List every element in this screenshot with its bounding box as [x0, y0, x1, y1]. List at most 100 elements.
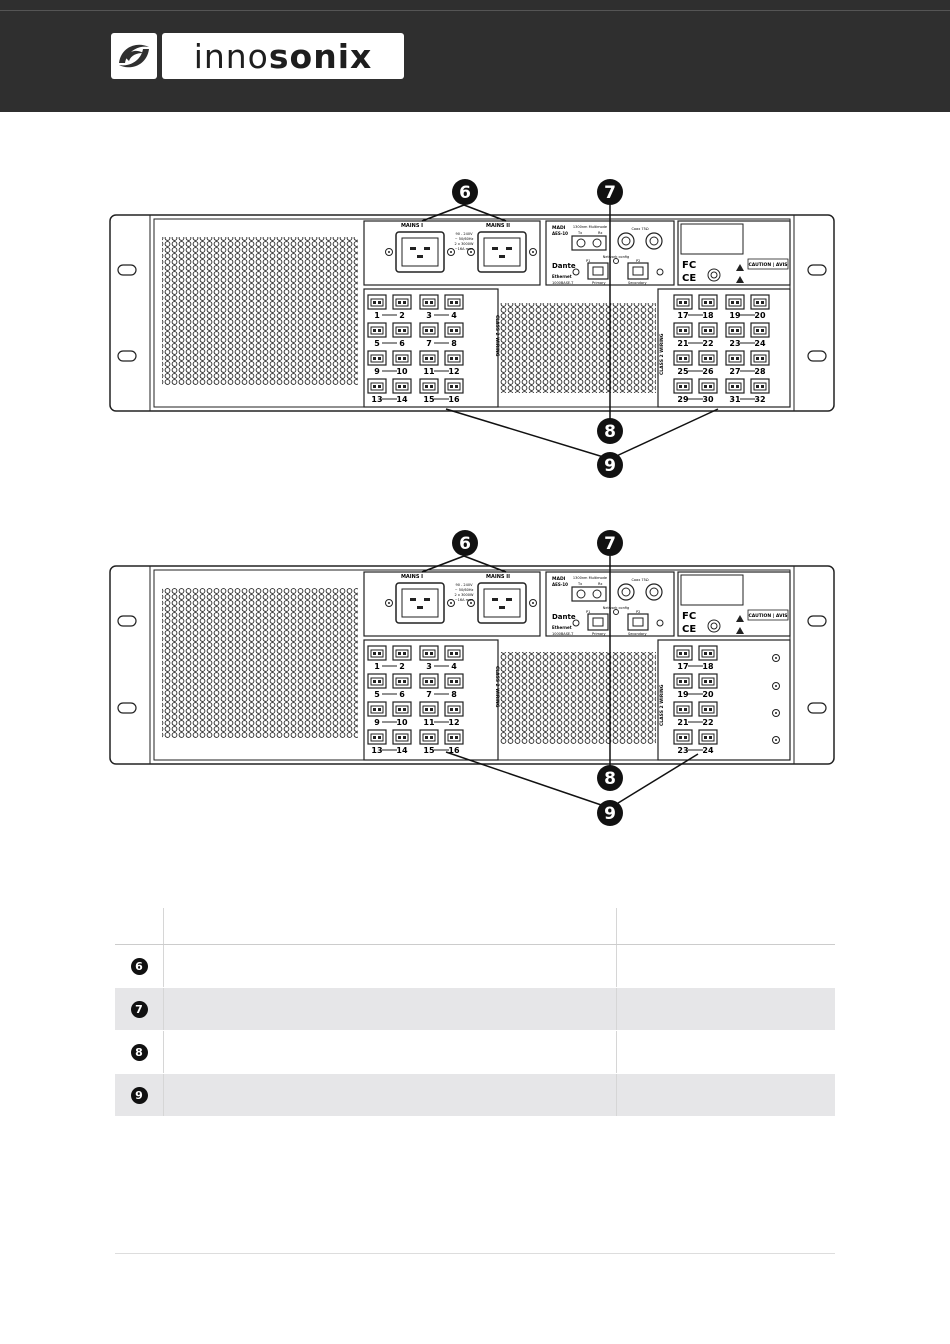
channel-number: 13	[371, 395, 382, 404]
mains-spec-1: 90 - 240V	[455, 232, 473, 236]
channel-number: 7	[426, 339, 432, 348]
legend-num-badge: 8	[130, 1043, 148, 1061]
p2-label-b: P2	[636, 610, 640, 614]
mains-spec-3: 2 x 3000W	[455, 242, 474, 246]
channel-number: 12	[448, 367, 459, 376]
channel-number: 3	[426, 662, 432, 671]
legend-row: 7	[115, 987, 835, 1031]
channel-number: 9	[374, 367, 380, 376]
fcc-mark-icon-b: FC	[682, 611, 696, 622]
p2-label: P2	[636, 259, 640, 263]
callout-8: 8	[597, 418, 623, 444]
legend-header-desc	[163, 908, 617, 945]
mains-spec-4: ~16A max	[455, 247, 474, 251]
rear-panel-32ch-figure: MAINS I MAINS II 90 - 240V ~ 50/60Hz 2 x…	[108, 175, 836, 485]
caution-label-b: CAUTION | AVIS	[749, 613, 788, 619]
legend-desc	[163, 987, 617, 1031]
legend-desc	[163, 1073, 617, 1117]
callout-7-b: 7	[597, 530, 623, 556]
network-config-label-b: Network config	[603, 606, 629, 610]
channel-number: 24	[754, 339, 766, 348]
channel-number: 32	[754, 395, 765, 404]
mains-spec-2-b: ~ 50/60Hz	[455, 588, 474, 592]
channel-number: 27	[729, 367, 740, 376]
warning-icon-b	[736, 615, 744, 622]
multimode-label-b: 1300nm Multimode	[573, 576, 607, 580]
brand-name-bold: sonix	[268, 36, 373, 76]
legend-header-num	[115, 908, 164, 945]
channel-number: 18	[702, 311, 714, 320]
ce-mark-icon-b: CE	[682, 624, 696, 635]
madi-label: MADI	[552, 225, 566, 231]
mains-1-label-b: MAINS I	[401, 574, 423, 580]
coax-label-b: Coax 75Ω	[631, 578, 648, 582]
channel-number: 5	[374, 690, 380, 699]
svg-text:6: 6	[459, 183, 471, 203]
coax-label: Coax 75Ω	[631, 227, 648, 231]
legend-row: 9	[115, 1073, 835, 1117]
legend-extra	[616, 944, 835, 988]
channel-number: 17	[677, 662, 688, 671]
brand-name-light: inno	[193, 36, 269, 76]
channel-number: 4	[451, 311, 457, 320]
p1-label: P1	[586, 259, 590, 263]
callout-9-b: 9	[597, 800, 623, 826]
channel-number: 8	[451, 690, 457, 699]
callout-legend-table: 6 7 8 9	[115, 908, 835, 1117]
channel-number: 21	[677, 339, 689, 348]
warning-icon-2	[736, 276, 744, 283]
channel-number: 21	[677, 718, 689, 727]
ethernet-spec-label: 1000BASE-T	[552, 281, 574, 285]
channel-number: 14	[396, 746, 408, 755]
channel-number: 9	[374, 718, 380, 727]
caution-label: CAUTION | AVIS	[749, 262, 788, 268]
channel-number: 1	[374, 662, 380, 671]
aes-label: AES-10	[552, 231, 568, 236]
rx-label-b: Rx	[598, 582, 603, 586]
ce-mark-icon: CE	[682, 273, 696, 284]
channel-number: 20	[702, 690, 714, 699]
legend-row: 6	[115, 944, 835, 988]
channel-number: 10	[396, 718, 408, 727]
channel-number: 23	[677, 746, 688, 755]
svg-text:6: 6	[459, 534, 471, 554]
channel-number: 11	[423, 718, 435, 727]
channel-number: 29	[677, 395, 689, 404]
ethernet-label: Ethernet	[552, 274, 572, 279]
channel-number: 7	[426, 690, 432, 699]
mains-spec-2: ~ 50/60Hz	[455, 237, 474, 241]
svg-text:7: 7	[604, 183, 616, 203]
mains-spec-3-b: 2 x 3000W	[455, 593, 474, 597]
legend-desc	[163, 944, 617, 988]
legend-extra	[616, 1073, 835, 1117]
channel-number: 20	[754, 311, 766, 320]
secondary-label-b: Secondary	[628, 632, 647, 636]
channel-number: 3	[426, 311, 432, 320]
svg-text:9: 9	[604, 804, 616, 824]
svg-text:8: 8	[604, 769, 616, 789]
channel-number: 28	[754, 367, 766, 376]
ethernet-spec-label-b: 1000BASE-T	[552, 632, 574, 636]
channel-number: 22	[702, 718, 713, 727]
channel-number: 2	[399, 662, 405, 671]
channel-number: 16	[448, 395, 460, 404]
channel-number: 22	[702, 339, 713, 348]
channel-number: 15	[423, 395, 435, 404]
channel-number: 8	[451, 339, 457, 348]
brand-wordmark: innosonix	[162, 33, 404, 79]
primary-label: Primary	[592, 281, 606, 285]
channel-number: 18	[702, 662, 714, 671]
mains-2-label: MAINS II	[486, 223, 510, 229]
aes-label-b: AES-10	[552, 582, 568, 587]
footer-rule	[115, 1253, 835, 1254]
multimode-label: 1300nm Multimode	[573, 225, 607, 229]
channel-number: 11	[423, 367, 435, 376]
channel-number: 17	[677, 311, 688, 320]
channel-number: 16	[448, 746, 460, 755]
channel-number: 19	[729, 311, 741, 320]
legend-num-badge: 6	[130, 957, 148, 975]
mains-spec-1-b: 90 - 240V	[455, 583, 473, 587]
